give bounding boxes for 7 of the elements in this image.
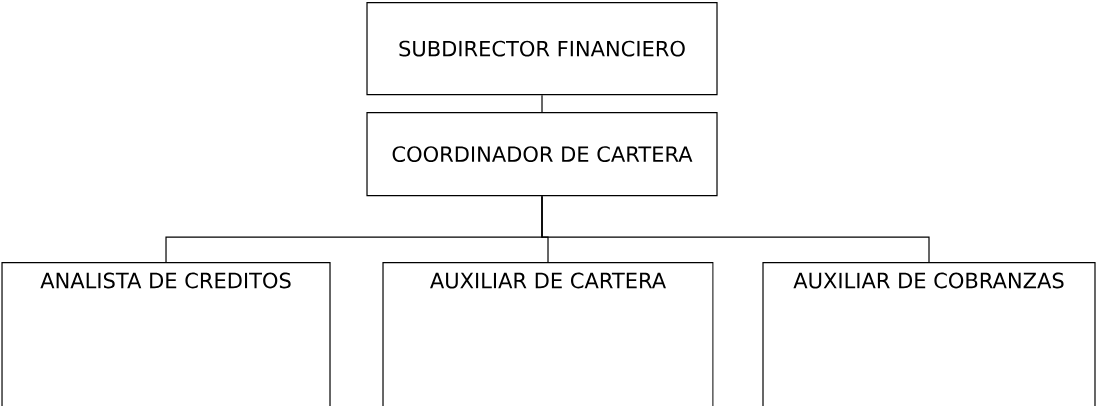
org-box: AUXILIAR DE CARTERA xyxy=(382,262,714,406)
org-box: AUXILIAR DE COBRANZAS xyxy=(762,262,1096,406)
org-box: SUBDIRECTOR FINANCIERO xyxy=(366,2,718,96)
connector-line xyxy=(541,94,543,113)
org-box: ANALISTA DE CREDITOS xyxy=(1,262,331,406)
connector-line xyxy=(541,195,930,263)
org-box: COORDINADOR DE CARTERA xyxy=(366,112,718,197)
